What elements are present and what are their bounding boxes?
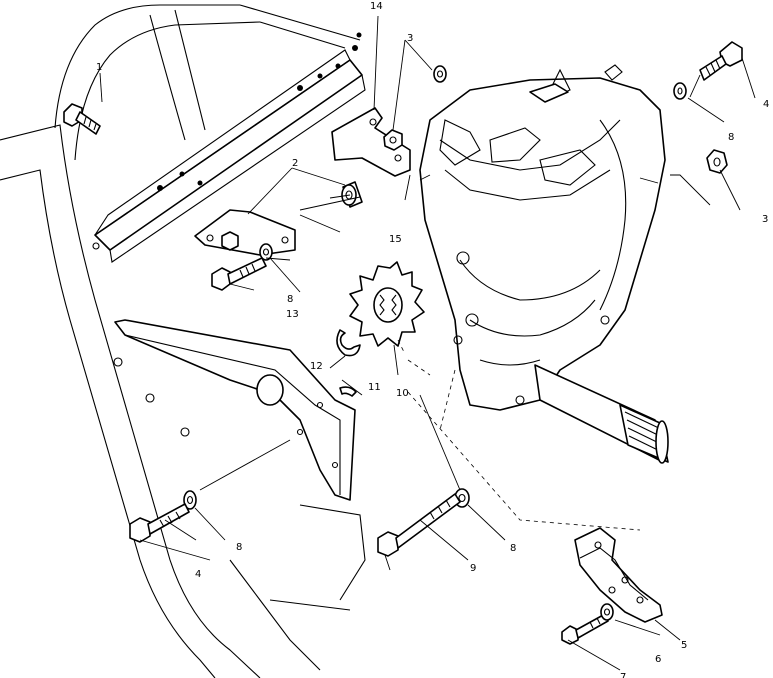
bolt-13 (211, 257, 267, 291)
callout-13: 13 (286, 309, 299, 320)
callout-15: 15 (389, 234, 402, 245)
nut-bracket-2 (221, 231, 239, 251)
callout-5: 5 (681, 640, 687, 651)
linkage-bracket-5 (574, 527, 663, 623)
bolt-7 (561, 613, 609, 645)
callout-4-lower: 4 (195, 569, 201, 580)
bolt-9 (377, 493, 461, 557)
callout-3-right: 3 (762, 214, 768, 225)
bolt-1 (63, 103, 101, 135)
callout-10: 10 (396, 388, 409, 399)
callout-4-upper: 4 (763, 99, 769, 110)
transmission-housing (419, 64, 666, 411)
washer-6 (600, 603, 614, 621)
leader-lines (99, 15, 756, 671)
phantom-lines (397, 339, 641, 531)
clip-12 (339, 386, 357, 397)
lockwasher-8-right (673, 82, 687, 100)
callout-12: 12 (310, 361, 323, 372)
callout-7: 7 (620, 672, 626, 678)
callout-8-right: 8 (728, 132, 734, 143)
nut-3-upper (383, 129, 403, 151)
upper-channel-rail (94, 32, 366, 263)
snap-ring-11 (336, 329, 361, 357)
bracket-2 (194, 209, 296, 256)
spacer-15 (341, 181, 363, 208)
sprocket-10 (349, 261, 425, 347)
callout-8-mid: 8 (287, 294, 293, 305)
bracket-14 (331, 107, 411, 177)
output-shaft (534, 364, 669, 464)
bolt-4-lower (129, 503, 190, 543)
callout-8-lower-left: 8 (236, 542, 242, 553)
callout-14: 14 (370, 1, 383, 12)
lockwasher-8-lower-left (183, 490, 197, 510)
lockwasher-8-mid (259, 243, 273, 261)
callout-11: 11 (368, 382, 381, 393)
bolt-4-upper (699, 41, 743, 81)
callout-9: 9 (470, 563, 476, 574)
callout-2: 2 (292, 158, 298, 169)
nut-3-right (706, 149, 728, 174)
callout-labels: 1 2 3 3 4 4 5 6 7 8 8 8 8 9 10 11 12 13 … (96, 1, 769, 678)
callout-1: 1 (96, 62, 102, 73)
frame-rails (0, 4, 366, 678)
callout-8-lower-center: 8 (510, 543, 516, 554)
callout-6: 6 (655, 654, 661, 665)
callout-3-upper: 3 (407, 33, 413, 44)
washer-upper (433, 65, 447, 83)
frame-gusset-plate (114, 319, 356, 501)
